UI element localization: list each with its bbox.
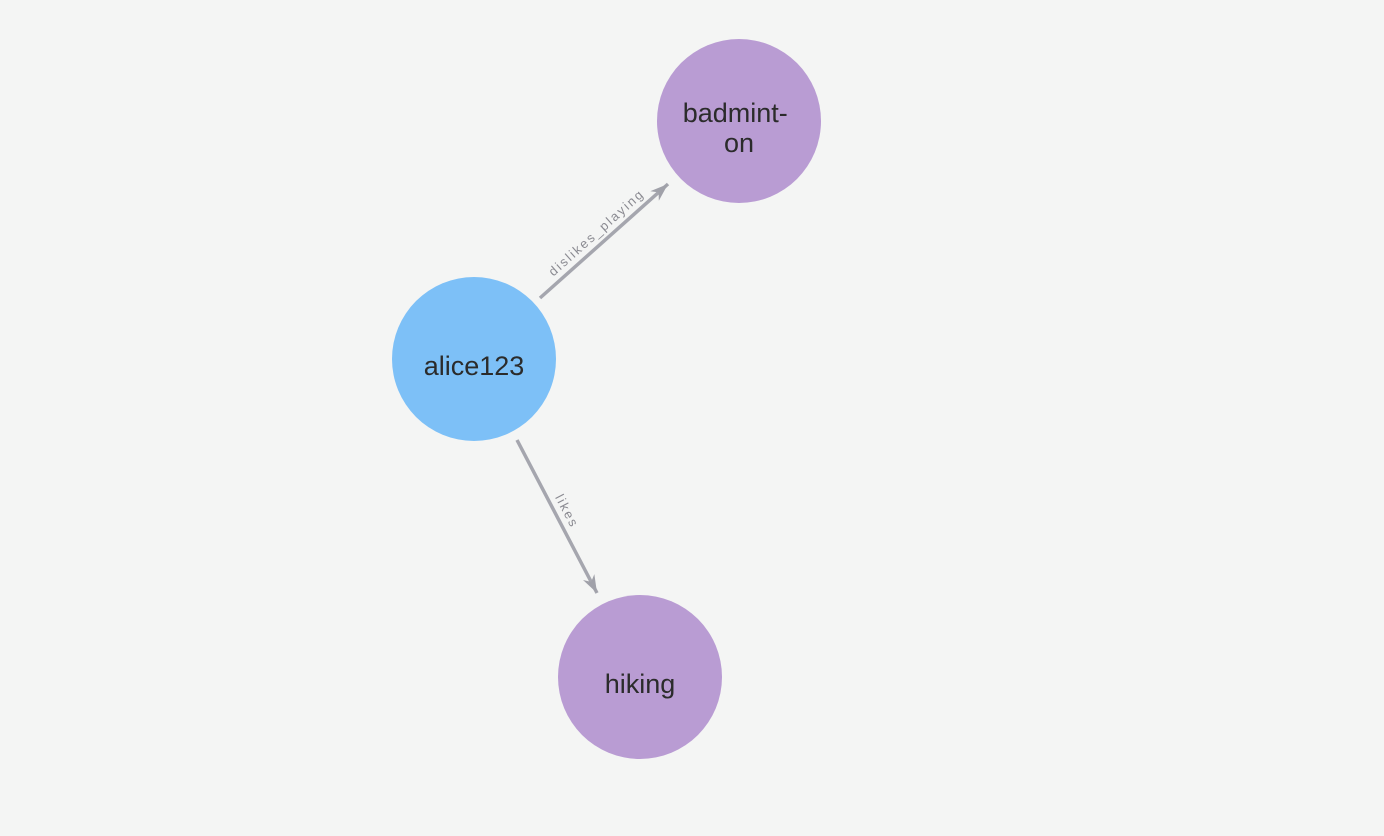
node-hiking[interactable]: hiking xyxy=(558,595,722,759)
edge-dislikes-playing: dislikes_playing xyxy=(538,182,670,300)
edge-line-likes[interactable] xyxy=(515,439,599,594)
node-alice123[interactable]: alice123 xyxy=(392,277,556,441)
node-circle-hiking[interactable] xyxy=(558,595,722,759)
node-circle-alice123[interactable] xyxy=(392,277,556,441)
edge-label-dislikes-playing[interactable]: dislikes_playing xyxy=(545,186,647,279)
edge-line-dislikes-playing[interactable] xyxy=(538,182,670,300)
node-circle-badminton[interactable] xyxy=(657,39,821,203)
edge-label-likes[interactable]: likes xyxy=(552,492,582,531)
edge-likes: likes xyxy=(515,439,599,594)
node-badminton[interactable]: badmint- on xyxy=(657,39,821,203)
